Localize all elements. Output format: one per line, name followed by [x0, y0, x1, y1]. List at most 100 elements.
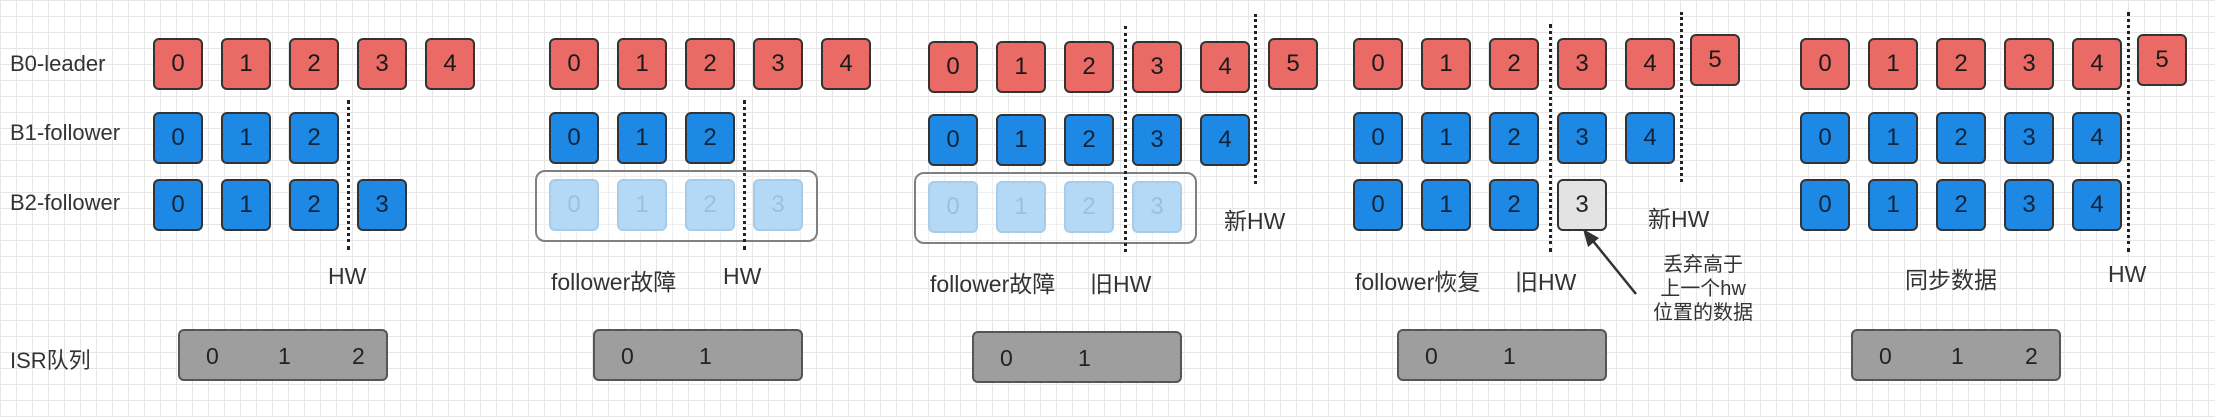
b0-log-cell: 4: [1200, 41, 1250, 93]
old-hw-label: 旧HW: [1090, 271, 1152, 297]
b1-log-cell: 0: [1353, 112, 1403, 164]
b0-log-cell: 0: [1800, 38, 1850, 90]
row-label-b2-follower: B2-follower: [10, 190, 121, 215]
b2-offline-log-cell: 1: [617, 179, 667, 231]
hw-dotted-line: [2127, 12, 2130, 252]
hw-dotted-line: [743, 100, 746, 250]
b1-log-cell: 2: [289, 112, 339, 164]
b0-log-cell: 5: [2137, 34, 2187, 86]
b0-log-cell: 1: [996, 41, 1046, 93]
isr-member: 1: [278, 343, 291, 369]
isr-queue-box: 0 1 2: [1851, 329, 2061, 381]
b2-log-cell: 2: [1936, 179, 1986, 231]
isr-member: 0: [1425, 343, 1438, 369]
b0-log-cell: 4: [425, 38, 475, 90]
b1-log-cell: 4: [1625, 112, 1675, 164]
b0-log-cell: 2: [289, 38, 339, 90]
b2-offline-log-cell: 0: [928, 181, 978, 233]
b1-log-cell: 2: [1489, 112, 1539, 164]
b2-log-cell: 3: [357, 179, 407, 231]
b2-log-cell: 2: [289, 179, 339, 231]
b2-log-cell: 3: [2004, 179, 2054, 231]
b1-log-cell: 2: [1064, 114, 1114, 166]
isr-member: 0: [1000, 345, 1013, 371]
b0-log-cell: 2: [685, 38, 735, 90]
b2-offline-log-cell: 3: [753, 179, 803, 231]
discard-note-line: 位置的数据: [1653, 302, 1753, 324]
isr-member: 1: [699, 343, 712, 369]
isr-member: 1: [1503, 343, 1516, 369]
b2-log-cell: 2: [1489, 179, 1539, 231]
b1-log-cell: 0: [928, 114, 978, 166]
b2-log-cell: 1: [1868, 179, 1918, 231]
b0-log-cell: 0: [153, 38, 203, 90]
b1-log-cell: 1: [617, 112, 667, 164]
discard-note: 丢弃高于 上一个hw 位置的数据: [1648, 253, 1758, 325]
discard-arrow: [1583, 229, 1637, 295]
old-hw-dotted-line: [1124, 26, 1127, 252]
b0-log-cell: 4: [1625, 38, 1675, 90]
isr-member: 0: [621, 343, 634, 369]
isr-queue-box: 0 1 2: [178, 329, 388, 381]
b0-log-cell: 3: [357, 38, 407, 90]
b0-log-cell: 1: [617, 38, 667, 90]
b1-log-cell: 4: [1200, 114, 1250, 166]
b1-log-cell: 3: [1132, 114, 1182, 166]
row-label-b0-leader: B0-leader: [10, 51, 106, 76]
b0-log-cell: 1: [221, 38, 271, 90]
b2-log-cell: 1: [1421, 179, 1471, 231]
isr-member: 2: [2025, 343, 2038, 369]
b2-offline-log-cell: 0: [549, 179, 599, 231]
new-hw-label: 新HW: [1224, 208, 1286, 234]
isr-member: 1: [1078, 345, 1091, 371]
b1-log-cell: 1: [996, 114, 1046, 166]
discard-arrow-head: [1583, 229, 1599, 247]
b2-discarded-log-cell: 3: [1557, 179, 1607, 231]
follower-recovery-label: follower恢复: [1355, 269, 1481, 295]
discard-note-line: 丢弃高于: [1663, 254, 1743, 276]
b1-log-cell: 1: [1868, 112, 1918, 164]
hw-label: HW: [328, 263, 367, 289]
old-hw-label: 旧HW: [1515, 269, 1577, 295]
b1-log-cell: 4: [2072, 112, 2122, 164]
old-hw-dotted-line: [1549, 24, 1552, 252]
b0-log-cell: 5: [1268, 38, 1318, 90]
b2-log-cell: 1: [221, 179, 271, 231]
b1-log-cell: 0: [549, 112, 599, 164]
b0-log-cell: 0: [928, 41, 978, 93]
b2-offline-log-cell: 2: [685, 179, 735, 231]
b1-log-cell: 0: [1800, 112, 1850, 164]
row-label-isr-queue: ISR队列: [10, 348, 91, 373]
new-hw-dotted-line: [1254, 14, 1257, 184]
b0-log-cell: 0: [1353, 38, 1403, 90]
b0-log-cell: 3: [1132, 41, 1182, 93]
isr-member: 1: [1951, 343, 1964, 369]
isr-member: 2: [352, 343, 365, 369]
b0-log-cell: 3: [753, 38, 803, 90]
b1-log-cell: 0: [153, 112, 203, 164]
b0-log-cell: 5: [1690, 34, 1740, 86]
b2-offline-log-cell: 3: [1132, 181, 1182, 233]
b0-log-cell: 4: [2072, 38, 2122, 90]
b0-log-cell: 4: [821, 38, 871, 90]
hw-label: HW: [2108, 261, 2147, 287]
b2-offline-log-cell: 2: [1064, 181, 1114, 233]
b2-log-cell: 4: [2072, 179, 2122, 231]
discard-note-line: 上一个hw: [1660, 278, 1746, 300]
b1-log-cell: 3: [2004, 112, 2054, 164]
isr-queue-box: 0 1: [1397, 329, 1607, 381]
new-hw-dotted-line: [1680, 12, 1683, 182]
b0-log-cell: 3: [1557, 38, 1607, 90]
b1-log-cell: 2: [1936, 112, 1986, 164]
b1-log-cell: 1: [1421, 112, 1471, 164]
b0-log-cell: 1: [1868, 38, 1918, 90]
b1-log-cell: 1: [221, 112, 271, 164]
b1-log-cell: 3: [1557, 112, 1607, 164]
b0-log-cell: 2: [1936, 38, 1986, 90]
follower-failure-label: follower故障: [551, 269, 677, 295]
b0-log-cell: 2: [1489, 38, 1539, 90]
b2-offline-log-cell: 1: [996, 181, 1046, 233]
discard-arrow-line: [1588, 235, 1637, 295]
b2-log-cell: 0: [1353, 179, 1403, 231]
b0-log-cell: 1: [1421, 38, 1471, 90]
